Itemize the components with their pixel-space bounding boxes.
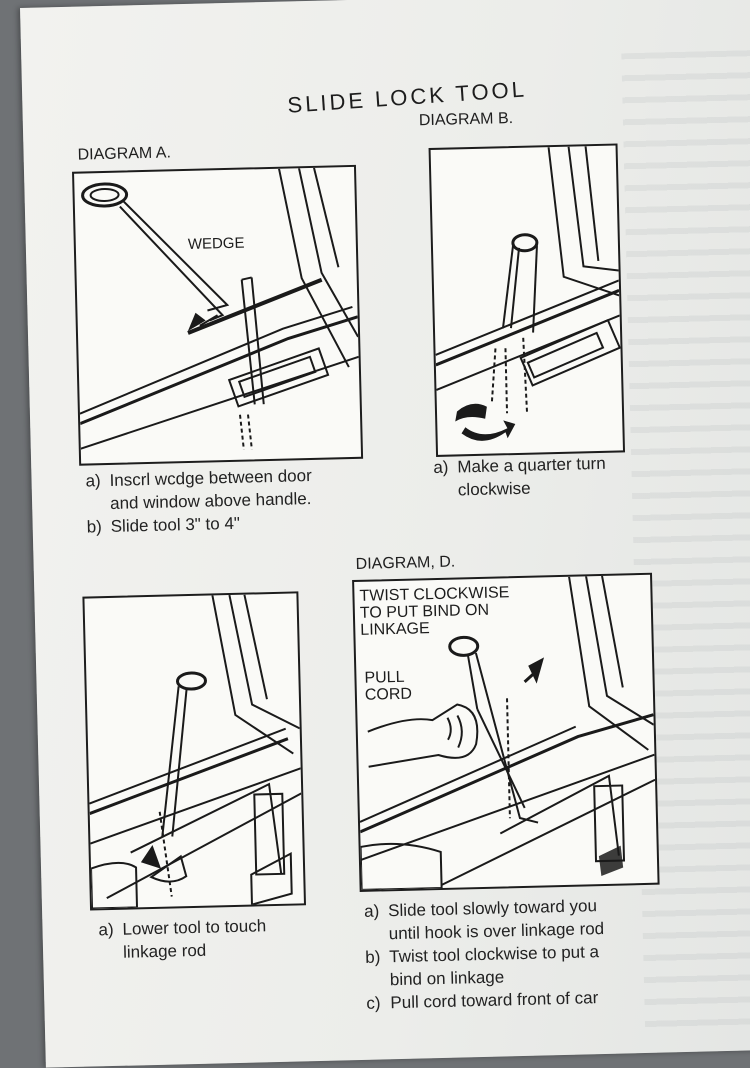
diagram-d: TWIST CLOCKWISE TO PUT BIND ON LINKAGE P… <box>352 572 660 892</box>
caption-row: linkage rod <box>122 940 207 962</box>
diagram-a-illustration: WEDGE <box>79 167 360 450</box>
diagram-b <box>428 143 626 457</box>
diagram-a-captions: a)Inscrl wcdge between door and window a… <box>85 463 367 539</box>
twist-note: TWIST CLOCKWISE TO PUT BIND ON LINKAGE <box>359 584 510 639</box>
diagram-c-illustration <box>89 594 302 909</box>
diagram-c-captions: a)Lower tool to touch linkage rod <box>98 912 339 964</box>
diagram-b-illustration <box>435 146 622 441</box>
instruction-sheet: SLIDE LOCK TOOL DIAGRAM A. <box>20 0 750 1068</box>
diagram-b-captions: a)Make a quarter turn clockwise <box>433 450 674 502</box>
diagram-c <box>82 591 307 911</box>
diagram-b-label: DIAGRAM B. <box>418 109 514 130</box>
diagram-a-label: DIAGRAM A. <box>77 144 172 164</box>
pull-cord-note: PULL CORD <box>364 668 413 704</box>
wedge-label: WEDGE <box>188 235 245 253</box>
diagram-a: WEDGE <box>72 164 364 466</box>
bleed-through-text <box>621 49 750 1034</box>
diagram-d-label: DIAGRAM, D. <box>355 553 456 573</box>
diagram-d-illustration <box>359 575 656 890</box>
diagram-d-captions: a)Slide tool slowly toward you until hoo… <box>364 893 667 1015</box>
